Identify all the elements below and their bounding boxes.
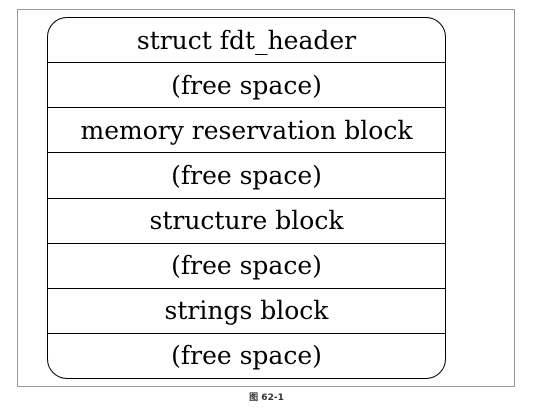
fdt-header-row: struct fdt_header	[136, 25, 357, 55]
memory-reservation-block-row: memory reservation block	[48, 107, 445, 152]
free-space-row: (free space)	[48, 152, 445, 197]
structure-block-row: structure block	[48, 197, 445, 243]
strings-block-row: strings block	[48, 287, 445, 333]
free-space-row: (free space)	[48, 62, 445, 107]
figure-caption: 图 62-1	[249, 393, 284, 403]
fdt-layout-diagram: struct fdt_header (free space) memory re…	[47, 17, 446, 379]
free-space-row: (free space)	[48, 332, 445, 378]
free-space-row: (free space)	[48, 242, 445, 288]
